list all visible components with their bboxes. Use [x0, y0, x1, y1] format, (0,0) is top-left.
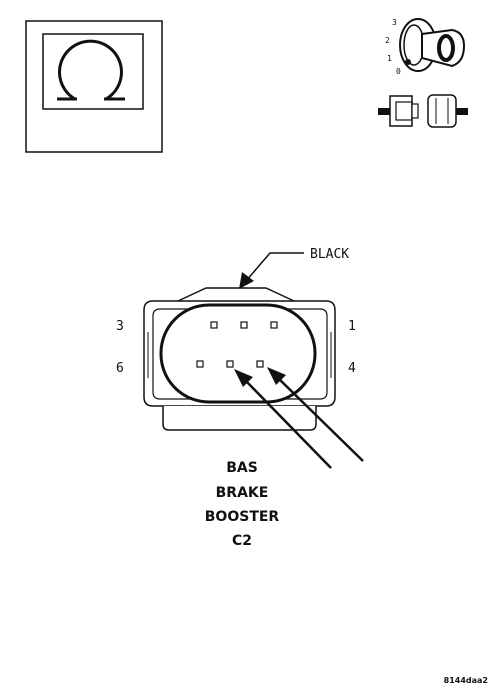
pin-label-6: 6 — [116, 361, 124, 376]
probe-arrowhead-right — [267, 367, 286, 385]
pin-label-1: 1 — [348, 319, 356, 334]
probe-arrows — [234, 367, 364, 469]
pin-4-terminal — [256, 360, 264, 368]
ohmmeter-box — [25, 20, 163, 153]
figure-id: 8144daa2 — [444, 676, 488, 685]
ignition-pos-3: 3 — [392, 18, 397, 27]
pin-label-3: 3 — [116, 319, 124, 334]
caption-line-2: BRAKE — [216, 485, 269, 501]
caption-line-1: BAS — [226, 460, 258, 476]
ignition-key-icon: 3 2 1 0 — [385, 18, 466, 76]
ignition-pos-2: 2 — [385, 36, 390, 45]
pin-6-terminal — [196, 360, 204, 368]
caption-line-4: C2 — [232, 533, 252, 549]
ignition-pos-1: 1 — [387, 54, 392, 63]
callout-arrowhead — [239, 272, 254, 289]
probe-arrowhead-left — [234, 369, 253, 387]
pin-3-terminal — [210, 321, 218, 329]
pin-5-terminal — [226, 360, 234, 368]
caption-line-3: BOOSTER — [205, 509, 280, 525]
color-callout: BLACK — [239, 247, 349, 289]
connector-color-label: BLACK — [310, 247, 349, 262]
pin-label-4: 4 — [348, 361, 356, 376]
connector-separated-icon — [378, 94, 468, 128]
ohm-symbol-icon — [57, 39, 125, 101]
component-caption: BAS BRAKE BOOSTER C2 — [205, 460, 280, 549]
ignition-pos-0: 0 — [396, 67, 401, 76]
pin-1-terminal — [270, 321, 278, 329]
connector-c2 — [143, 287, 336, 431]
pin-2-terminal — [240, 321, 248, 329]
